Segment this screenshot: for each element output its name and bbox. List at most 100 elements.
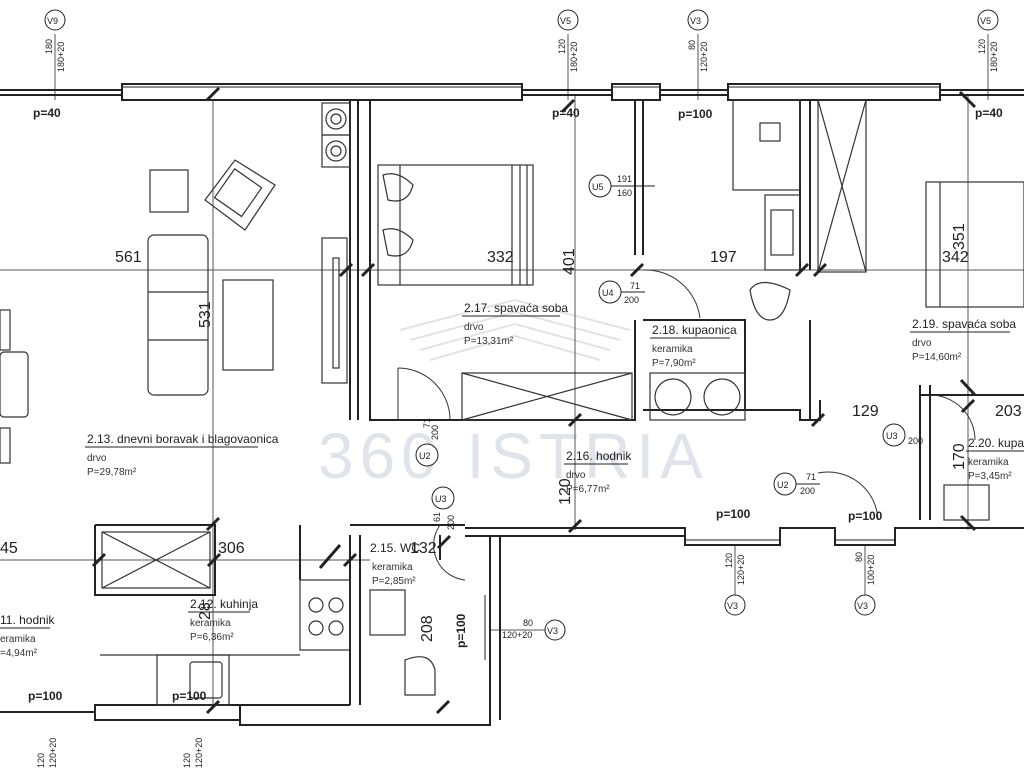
room-area: P=6,36m² — [190, 632, 234, 643]
opening-label: 120 — [724, 553, 734, 568]
axis-ticks — [91, 86, 977, 715]
door-tag-width: 71 — [806, 472, 816, 482]
opening-label: 80 — [854, 552, 864, 562]
opening-labels: 180 180+20 120 180+20 80 120+20 120 180+… — [36, 39, 999, 768]
room-name: 2.12. kuhinja — [190, 597, 258, 611]
opening-label: 180 — [44, 39, 54, 54]
axis-label: V9 — [47, 16, 58, 26]
door-tags: U5 191 160 U4 71 200 U2 71 200 U2 71 200… — [415, 174, 923, 530]
opening-label: 120 — [182, 753, 192, 768]
dim-531: 531 — [197, 301, 214, 328]
parapet-label: p=100 — [454, 613, 468, 648]
watermark: 360 ISTRIA — [318, 298, 709, 492]
door-tag-height: 200 — [908, 436, 923, 446]
room-floor: eramika — [0, 634, 36, 645]
opening-label: 180+20 — [56, 42, 66, 72]
dim-45: 45 — [0, 540, 18, 557]
room-area: P=2,85m² — [372, 576, 416, 587]
dim-197: 197 — [710, 249, 737, 266]
furniture — [0, 99, 1024, 706]
parapet-label: p=100 — [172, 689, 207, 703]
room-name: 11. hodnik — [0, 613, 55, 627]
door-tag: U5 — [592, 182, 604, 192]
room-labels: 2.17. spavaća soba drvo P=13,31m² 2.18. … — [0, 301, 1024, 659]
door-tag-height: 200 — [800, 486, 815, 496]
room-name: 2.19. spavaća soba — [912, 317, 1016, 331]
dim-342: 342 — [942, 249, 969, 266]
door-tag-width: 71 — [630, 281, 640, 291]
dim-132: 132 — [410, 540, 437, 557]
opening-label: 120 — [977, 39, 987, 54]
door-tag-height: 200 — [624, 295, 639, 305]
dim-129: 129 — [852, 403, 879, 420]
room-floor: drvo — [87, 453, 107, 464]
room-area: P=29,78m² — [87, 467, 137, 478]
axis-label: V5 — [560, 16, 571, 26]
opening-label: 180+20 — [569, 42, 579, 72]
door-tag-width: 71 — [422, 418, 432, 428]
dim-306: 306 — [218, 540, 245, 557]
door-tag: U4 — [602, 288, 614, 298]
dim-332: 332 — [487, 249, 514, 266]
axis-label: V5 — [980, 16, 991, 26]
dim-203: 203 — [995, 403, 1022, 420]
door-tag-height: 160 — [617, 188, 632, 198]
parapet-label: p=40 — [33, 106, 61, 120]
room-floor: keramika — [968, 457, 1009, 468]
parapet-label: p=100 — [678, 107, 713, 121]
dim-401: 401 — [561, 248, 578, 275]
dim-561: 561 — [115, 249, 142, 266]
room-floor: drvo — [912, 338, 932, 349]
room-area: P=13,31m² — [464, 336, 514, 347]
room-area: =4,94m² — [0, 648, 38, 659]
dim-170: 170 — [951, 443, 968, 470]
room-area: P=6,77m² — [566, 484, 610, 495]
door-tag: U3 — [886, 431, 898, 441]
opening-label: 100+20 — [866, 555, 876, 585]
door-tag-width: 191 — [617, 174, 632, 184]
watermark-text: 360 ISTRIA — [318, 420, 709, 492]
axis-label: V3 — [727, 601, 738, 611]
opening-label: 120 — [557, 39, 567, 54]
door-tag-height: 200 — [430, 425, 440, 440]
axis-markers-bottom: V3 V3 V3 — [544, 594, 876, 641]
room-floor: drvo — [566, 470, 586, 481]
opening-label: 120+20 — [502, 630, 532, 640]
dimensions: 561 531 332 401 197 342 351 129 203 170 … — [0, 223, 1022, 642]
parapet-label: p=100 — [716, 507, 751, 521]
room-name: 2.15. WC — [370, 541, 420, 555]
opening-label: 80 — [687, 40, 697, 50]
window-marks — [122, 86, 940, 660]
room-floor: keramika — [372, 562, 413, 573]
room-name: 2.17. spavaća soba — [464, 301, 568, 315]
room-floor: drvo — [464, 322, 484, 333]
door-tag: U3 — [435, 494, 447, 504]
opening-label: 120 — [36, 753, 46, 768]
parapet-label: p=100 — [848, 509, 883, 523]
room-floor: keramika — [652, 344, 693, 355]
door-swings — [397, 269, 976, 581]
exterior-walls — [0, 83, 1024, 726]
opening-label: 120+20 — [736, 555, 746, 585]
dim-208: 208 — [419, 615, 436, 642]
interior-walls — [94, 100, 1024, 706]
door-tag: U2 — [419, 451, 431, 461]
parapet-labels: p=40 p=40 p=40 p=100 p=100 p=100 p=100 p… — [28, 106, 1003, 703]
room-name: 2.13. dnevni boravak i blagovaonica — [87, 432, 279, 446]
dim-28: 28 — [197, 602, 214, 620]
axis-label: V3 — [547, 626, 558, 636]
room-name: 2.20. kupao — [968, 436, 1024, 450]
opening-label: 180+20 — [989, 42, 999, 72]
axis-label: V3 — [857, 601, 868, 611]
door-tag-width: 61 — [432, 512, 442, 522]
room-name: 2.18. kupaonica — [652, 323, 737, 337]
door-tag: U2 — [777, 480, 789, 490]
axis-markers-top: V9 V5 V3 V5 — [44, 9, 999, 31]
parapet-label: p=40 — [552, 106, 580, 120]
opening-label: 80 — [523, 618, 533, 628]
room-name: 2.16. hodnik — [566, 449, 632, 463]
axis-label: V3 — [690, 16, 701, 26]
room-area: P=7,90m² — [652, 358, 696, 369]
parapet-label: p=100 — [28, 689, 63, 703]
